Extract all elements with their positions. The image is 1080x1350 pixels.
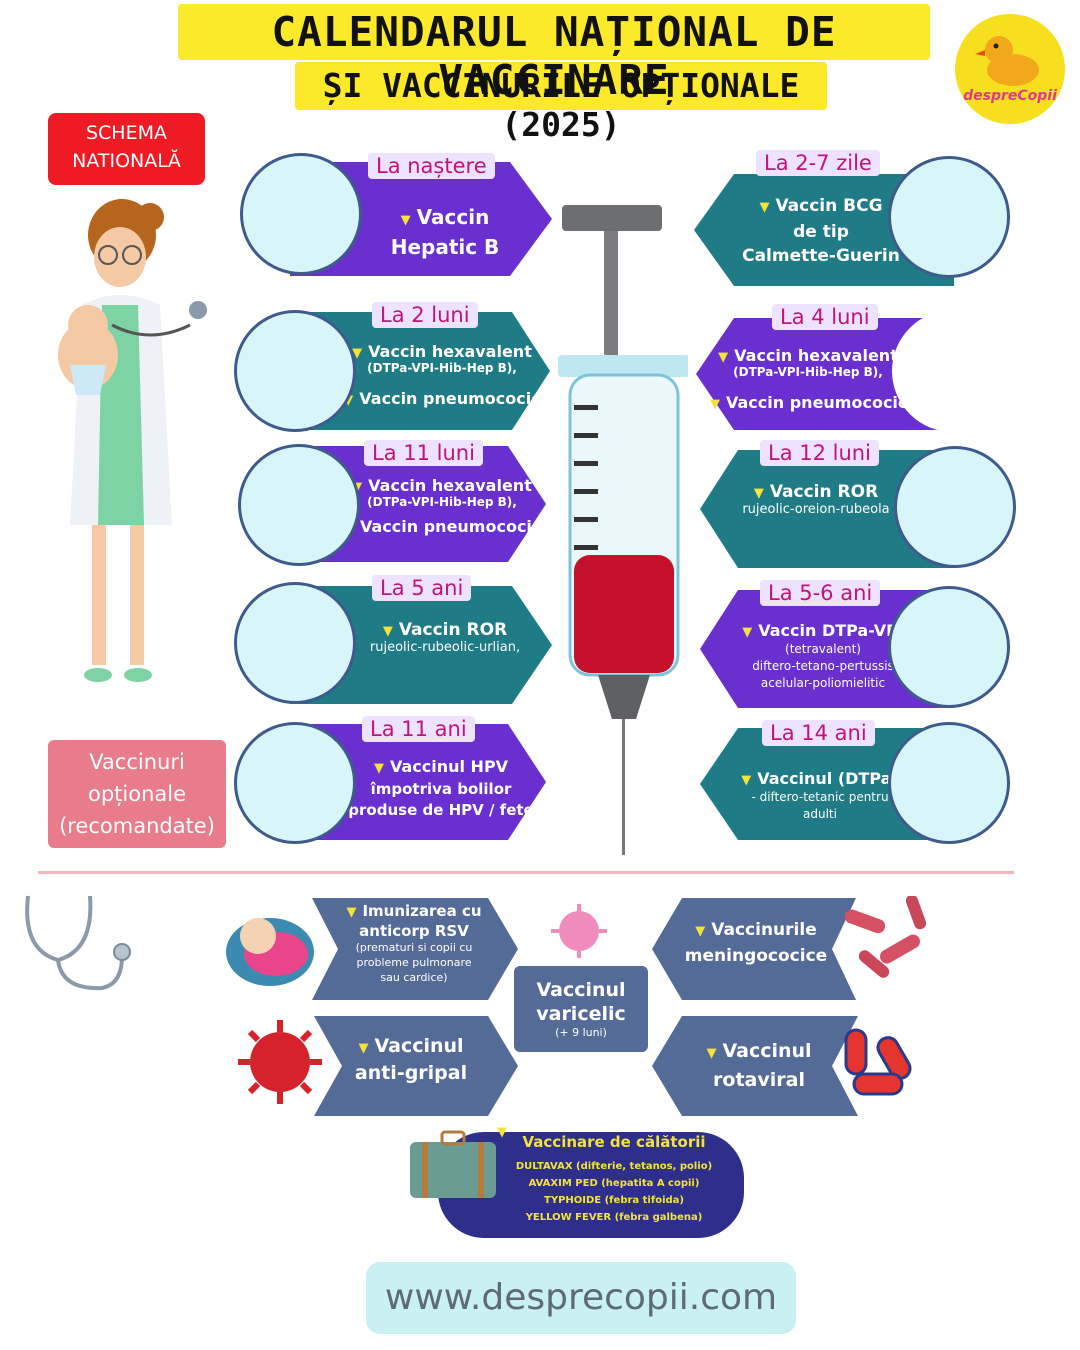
age-label-la-14-ani: La 14 ani — [762, 720, 875, 746]
card-la-11-luni: ▼Vaccin hexavalent (DTPa-VPI-Hib-Hep B),… — [290, 446, 546, 562]
baby-crying-image — [888, 156, 1010, 278]
baby-swaddled-image — [240, 153, 362, 275]
age-label-la-11-luni: La 11 luni — [364, 440, 483, 466]
bacteria-icon — [844, 896, 927, 978]
virus-pink-icon — [551, 904, 607, 958]
age-label-la-2-7-zile: La 2-7 zile — [756, 150, 880, 176]
travel-item: AVAXIM PED (hepatita A copii) — [528, 1178, 700, 1189]
desprecopii-logo[interactable]: despreCopii — [955, 14, 1065, 124]
age-label-la-5-ani: La 5 ani — [372, 575, 472, 601]
premature-baby-icon — [226, 918, 314, 986]
card-la-5-6-ani: ▼Vaccin DTPa-VPI (tetravalent) diftero-t… — [700, 590, 954, 708]
logo-text: despreCopii — [963, 88, 1057, 104]
flu-virus-icon — [238, 1020, 322, 1104]
card-la-5-ani: ▼Vaccin ROR rujeolic-rubeolic-urlian, — [290, 586, 552, 704]
duck-icon — [975, 36, 1039, 86]
travel-item: YELLOW FEVER (febra galbena) — [525, 1212, 703, 1223]
rotavirus-icon — [844, 1028, 912, 1096]
girl-image — [234, 722, 356, 844]
travel-item: DULTAVAX (difterie, tetanos, polio) — [515, 1161, 713, 1172]
suitcase-icon — [410, 1130, 496, 1198]
section-divider — [38, 871, 1014, 874]
age-label-la-4-luni: La 4 luni — [772, 304, 878, 330]
optional-vaccines-label: Vaccinuri opționale (recomandate) — [48, 740, 226, 848]
card-la-12-luni: ▼Vaccin ROR rujeolic-oreion-rubeola — [700, 450, 954, 568]
title-background — [178, 4, 930, 60]
travel-item: TYPHOIDE (febra tifoida) — [544, 1195, 684, 1206]
toddler-chair-image — [894, 446, 1016, 568]
boy-waving-image — [234, 582, 356, 704]
card-la-14-ani: ▼Vaccinul (DTPa) - diftero-tetanic pentr… — [700, 728, 954, 840]
teen-boy-image — [888, 722, 1010, 844]
syringe-illustration — [558, 205, 688, 855]
bullet-icon: ▼ — [400, 213, 411, 228]
baby-lying-image — [234, 310, 356, 432]
varicela-block: Vaccinul varicelic (+ 9 luni) — [514, 966, 648, 1052]
travel-vaccine-list: DULTAVAX (difterie, tetanos, polio) AVAX… — [497, 1158, 731, 1226]
baby-sitting-image — [892, 310, 1014, 432]
age-label-la-12-luni: La 12 luni — [760, 440, 879, 466]
age-label-la-11-ani: La 11 ani — [362, 716, 475, 742]
age-label-la-nastere: La naștere — [368, 153, 495, 179]
page-title-line2: ȘI VACCINURILE OPȚIONALE (2025) — [322, 66, 800, 144]
card-la-4-luni: ▼Vaccin hexavalent (DTPa-VPI-Hib-Hep B),… — [696, 318, 954, 430]
age-label-la-5-6-ani: La 5-6 ani — [760, 580, 881, 606]
website-link[interactable]: www.desprecopii.com — [366, 1262, 796, 1334]
title-background-line2 — [295, 62, 827, 110]
age-label-la-2-luni: La 2 luni — [372, 302, 478, 328]
card-la-11-ani: ▼Vaccinul HPV împotriva bolilor produse … — [290, 724, 546, 840]
page-title-line1: CALENDARUL NAȚIONAL DE VACCINARE — [271, 8, 837, 104]
stethoscope-icon — [25, 895, 131, 991]
baby-crawling-image — [238, 444, 360, 566]
boy-happy-image — [888, 586, 1010, 708]
schema-nationala-label: SCHEMA NATIONALĂ — [48, 113, 205, 185]
doctor-illustration — [58, 199, 207, 682]
